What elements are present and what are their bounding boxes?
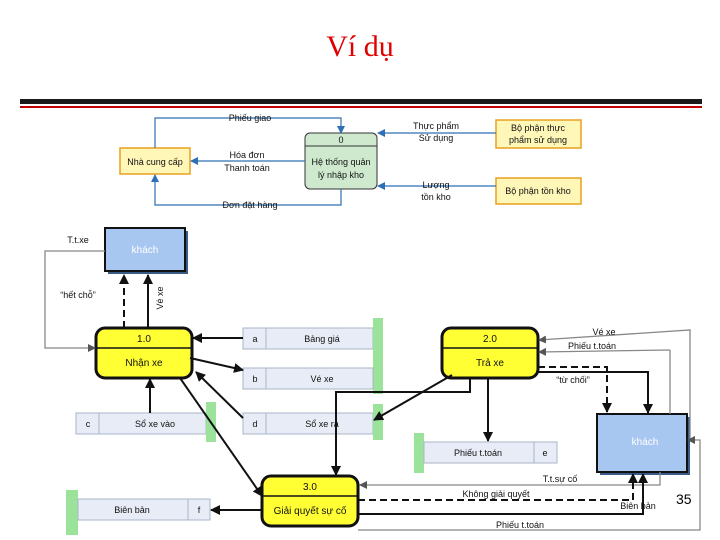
store-f-name: Biên bản [114,505,150,515]
slide-title: Ví dụ [326,30,394,63]
store-c-name: Sổ xe vào [135,419,175,429]
flow-invoice-line1: Hóa đơn [230,150,265,160]
flow-ticket-right-arrow [538,329,691,440]
system-name-line2: lý nhập kho [318,170,364,180]
store-e-id: e [542,448,547,458]
customer-top-label: khách [132,245,159,256]
store-c-id: c [86,419,91,429]
flow-invoice-line2: Thanh toán [224,163,270,173]
flow-ticket-left-label: Vé xe [155,286,165,309]
process-receive-car: 1.0 Nhận xe [94,326,194,380]
flow-process2-to-exit-log [373,374,453,421]
flow-refuse-arrow [538,366,612,413]
system-process: 0 Hệ thống quản lý nhập kho [304,132,378,190]
process2-number: 2.0 [483,334,497,345]
flow-full-label: “hết chỗ” [60,290,96,300]
warehouse-department-entity: Bộ phận tồn kho [495,177,582,205]
process-resolve-incident: 3.0 Giải quyết sự cố [260,474,360,528]
process1-number: 1.0 [137,334,151,345]
flow-payment-bottom-label: Phiếu t.toán [496,520,544,530]
store-e-name: Phiếu t.toán [454,448,502,458]
flow-ticket-right-label: Vé xe [592,327,615,337]
warehouse-dept-label: Bộ phận tồn kho [505,186,571,196]
store-a-id: a [252,334,257,344]
food-dept-line2: phẩm sử dụng [509,135,567,145]
store-b-id: b [252,374,257,384]
system-name-line1: Hệ thống quản [311,157,370,167]
data-store-price-list: a Bảng giá [242,318,383,394]
process3-name: Giải quyết sự cố [274,505,347,517]
flow-car-info-label: T.t.xe [67,235,89,245]
flow-stock-line1: Lượng [423,180,450,190]
flow-process1-to-ticket [189,357,244,373]
title-divider-accent [20,106,702,108]
store-d-id: d [252,419,257,429]
supplier-label: Nhà cung cấp [127,157,183,167]
store-b-name: Vé xe [310,374,333,384]
data-store-exit-log: d Sổ xe ra [242,404,383,440]
flow-process1-to-process3 [179,377,263,497]
supplier-entity: Nhà cung cấp [119,147,191,175]
flow-refuse-label: “từ chối” [556,375,590,385]
process3-number: 3.0 [303,482,317,493]
store-d-name: Sổ xe ra [305,419,339,429]
flow-incident-arrow [359,472,661,489]
flow-order-arrow [151,174,342,206]
data-flow-diagram: khách khách 1.0 Nhận xe 2.0 Trả xe 3.0 [44,227,701,535]
flow-car-info-arrow [44,250,105,352]
food-dept-line1: Bộ phận thực [511,123,566,133]
customer-entity-right: khách [596,413,690,475]
customer-right-label: khách [632,437,659,448]
process1-name: Nhận xe [125,358,163,369]
data-store-ticket: b Vé xe [242,367,374,390]
flow-process2-to-customer [538,371,653,414]
flow-report-label: Biên bản [620,501,656,511]
flow-order-label: Đơn đặt hàng [223,200,278,210]
system-number: 0 [338,135,343,145]
food-department-entity: Bộ phận thực phẩm sử dụng [495,119,582,149]
flow-exit-log-to-process1 [195,371,244,419]
context-diagram: Nhà cung cấp 0 Hệ thống quản lý nhập kho… [119,113,582,211]
flow-report-to-customer-arrow [358,473,648,515]
flow-unresolved-label: Không giải quyết [462,489,530,499]
flow-unresolved-arrow [358,473,638,501]
flow-stock-line2: tồn kho [421,192,451,202]
data-store-payment-slip: Phiếu t.toán e [414,433,558,473]
flow-food-line2: Sử dụng [419,133,454,143]
flow-food-line1: Thực phẩm [413,121,459,131]
store-f-id: f [198,505,201,515]
process2-name: Trả xe [476,358,504,369]
flow-payment-bottom-arrow [358,436,701,531]
data-store-report: Biên bản f [66,490,211,535]
customer-entity-top: khách [104,227,188,274]
page-number: 35 [676,491,692,507]
flow-payment-slip-arrow [538,347,671,356]
data-store-entry-log: c Sổ xe vào [75,402,216,442]
flow-payment-slip-label: Phiếu t.toán [568,341,616,351]
process-return-car: 2.0 Trả xe [440,326,540,380]
flow-incident-label: T.t.sự cố [543,474,578,484]
flow-process2-to-process3 [331,378,471,476]
flow-receipt-arrow [154,117,345,148]
title-divider [20,99,702,104]
flow-receipt-label: Phiếu giao [229,113,272,123]
store-a-name: Bảng giá [304,334,340,344]
